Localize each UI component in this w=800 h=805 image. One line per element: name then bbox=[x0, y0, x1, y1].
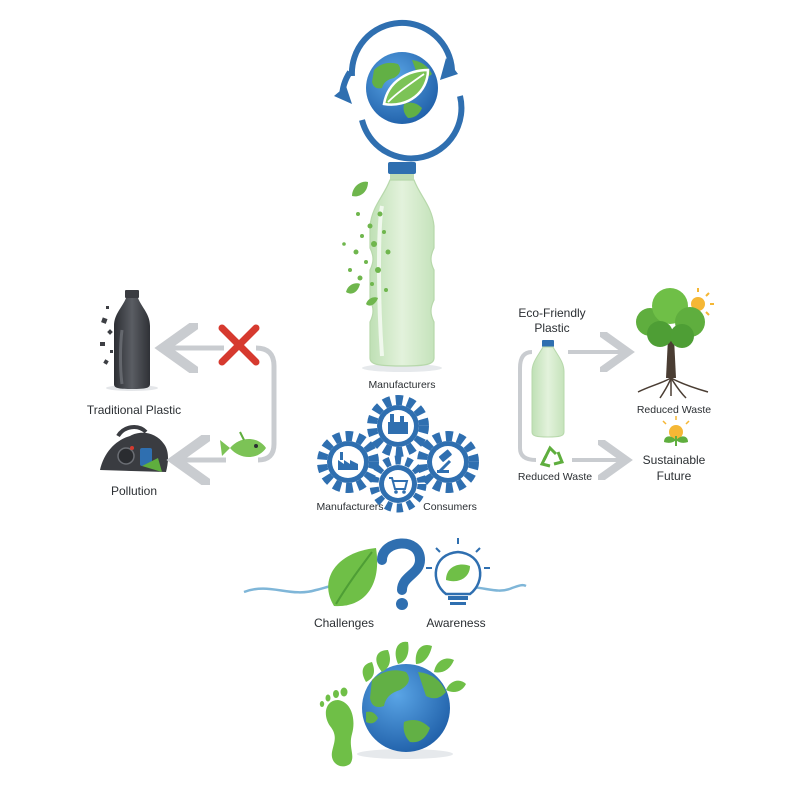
right-connector-arrows bbox=[518, 352, 624, 460]
awareness-label: Awareness bbox=[426, 616, 486, 630]
gear-factory-left bbox=[317, 431, 379, 493]
small-green-bottle-icon bbox=[531, 340, 565, 438]
lightbulb-icon bbox=[426, 538, 490, 605]
sun-icon bbox=[691, 288, 714, 316]
trash-pile-icon bbox=[100, 425, 168, 472]
dark-plastic-bottle-icon bbox=[100, 290, 158, 391]
fish-icon bbox=[220, 431, 266, 457]
gear-cart bbox=[369, 455, 427, 513]
pollution-label: Pollution bbox=[110, 484, 158, 498]
reduced-waste-recycle-label: Reduced Waste bbox=[517, 471, 593, 483]
sustainable-future-label: Sustainable Future bbox=[642, 453, 706, 483]
center-bottle-label: Manufacturers bbox=[368, 379, 436, 391]
gear-cluster-icon bbox=[317, 395, 479, 513]
recycle-icon bbox=[539, 445, 565, 468]
traditional-plastic-label: Traditional Plastic bbox=[86, 403, 182, 417]
reduced-waste-tree-label: Reduced Waste bbox=[636, 404, 712, 416]
globe-recycle-arrows-icon bbox=[334, 19, 465, 162]
gear-gavel bbox=[417, 431, 479, 493]
left-connector-arrows bbox=[168, 348, 277, 460]
sun-sprout-icon bbox=[662, 416, 690, 446]
gear-factory-top bbox=[367, 395, 429, 457]
question-mark-icon bbox=[377, 538, 426, 610]
earth-footprint-icon bbox=[319, 641, 466, 767]
red-x-icon bbox=[218, 324, 260, 366]
leaf-icon bbox=[328, 548, 378, 607]
manufacturers-label: Manufacturers bbox=[316, 501, 384, 513]
footprint-icon bbox=[319, 687, 354, 767]
eco-friendly-plastic-label: Eco-Friendly Plastic bbox=[518, 306, 586, 335]
tree-with-sun-icon bbox=[636, 288, 714, 399]
bio-plastic-bottle-icon bbox=[342, 162, 442, 372]
challenges-label: Challenges bbox=[313, 616, 375, 630]
wave-line bbox=[243, 583, 527, 594]
consumers-label: Consumers bbox=[423, 501, 477, 513]
